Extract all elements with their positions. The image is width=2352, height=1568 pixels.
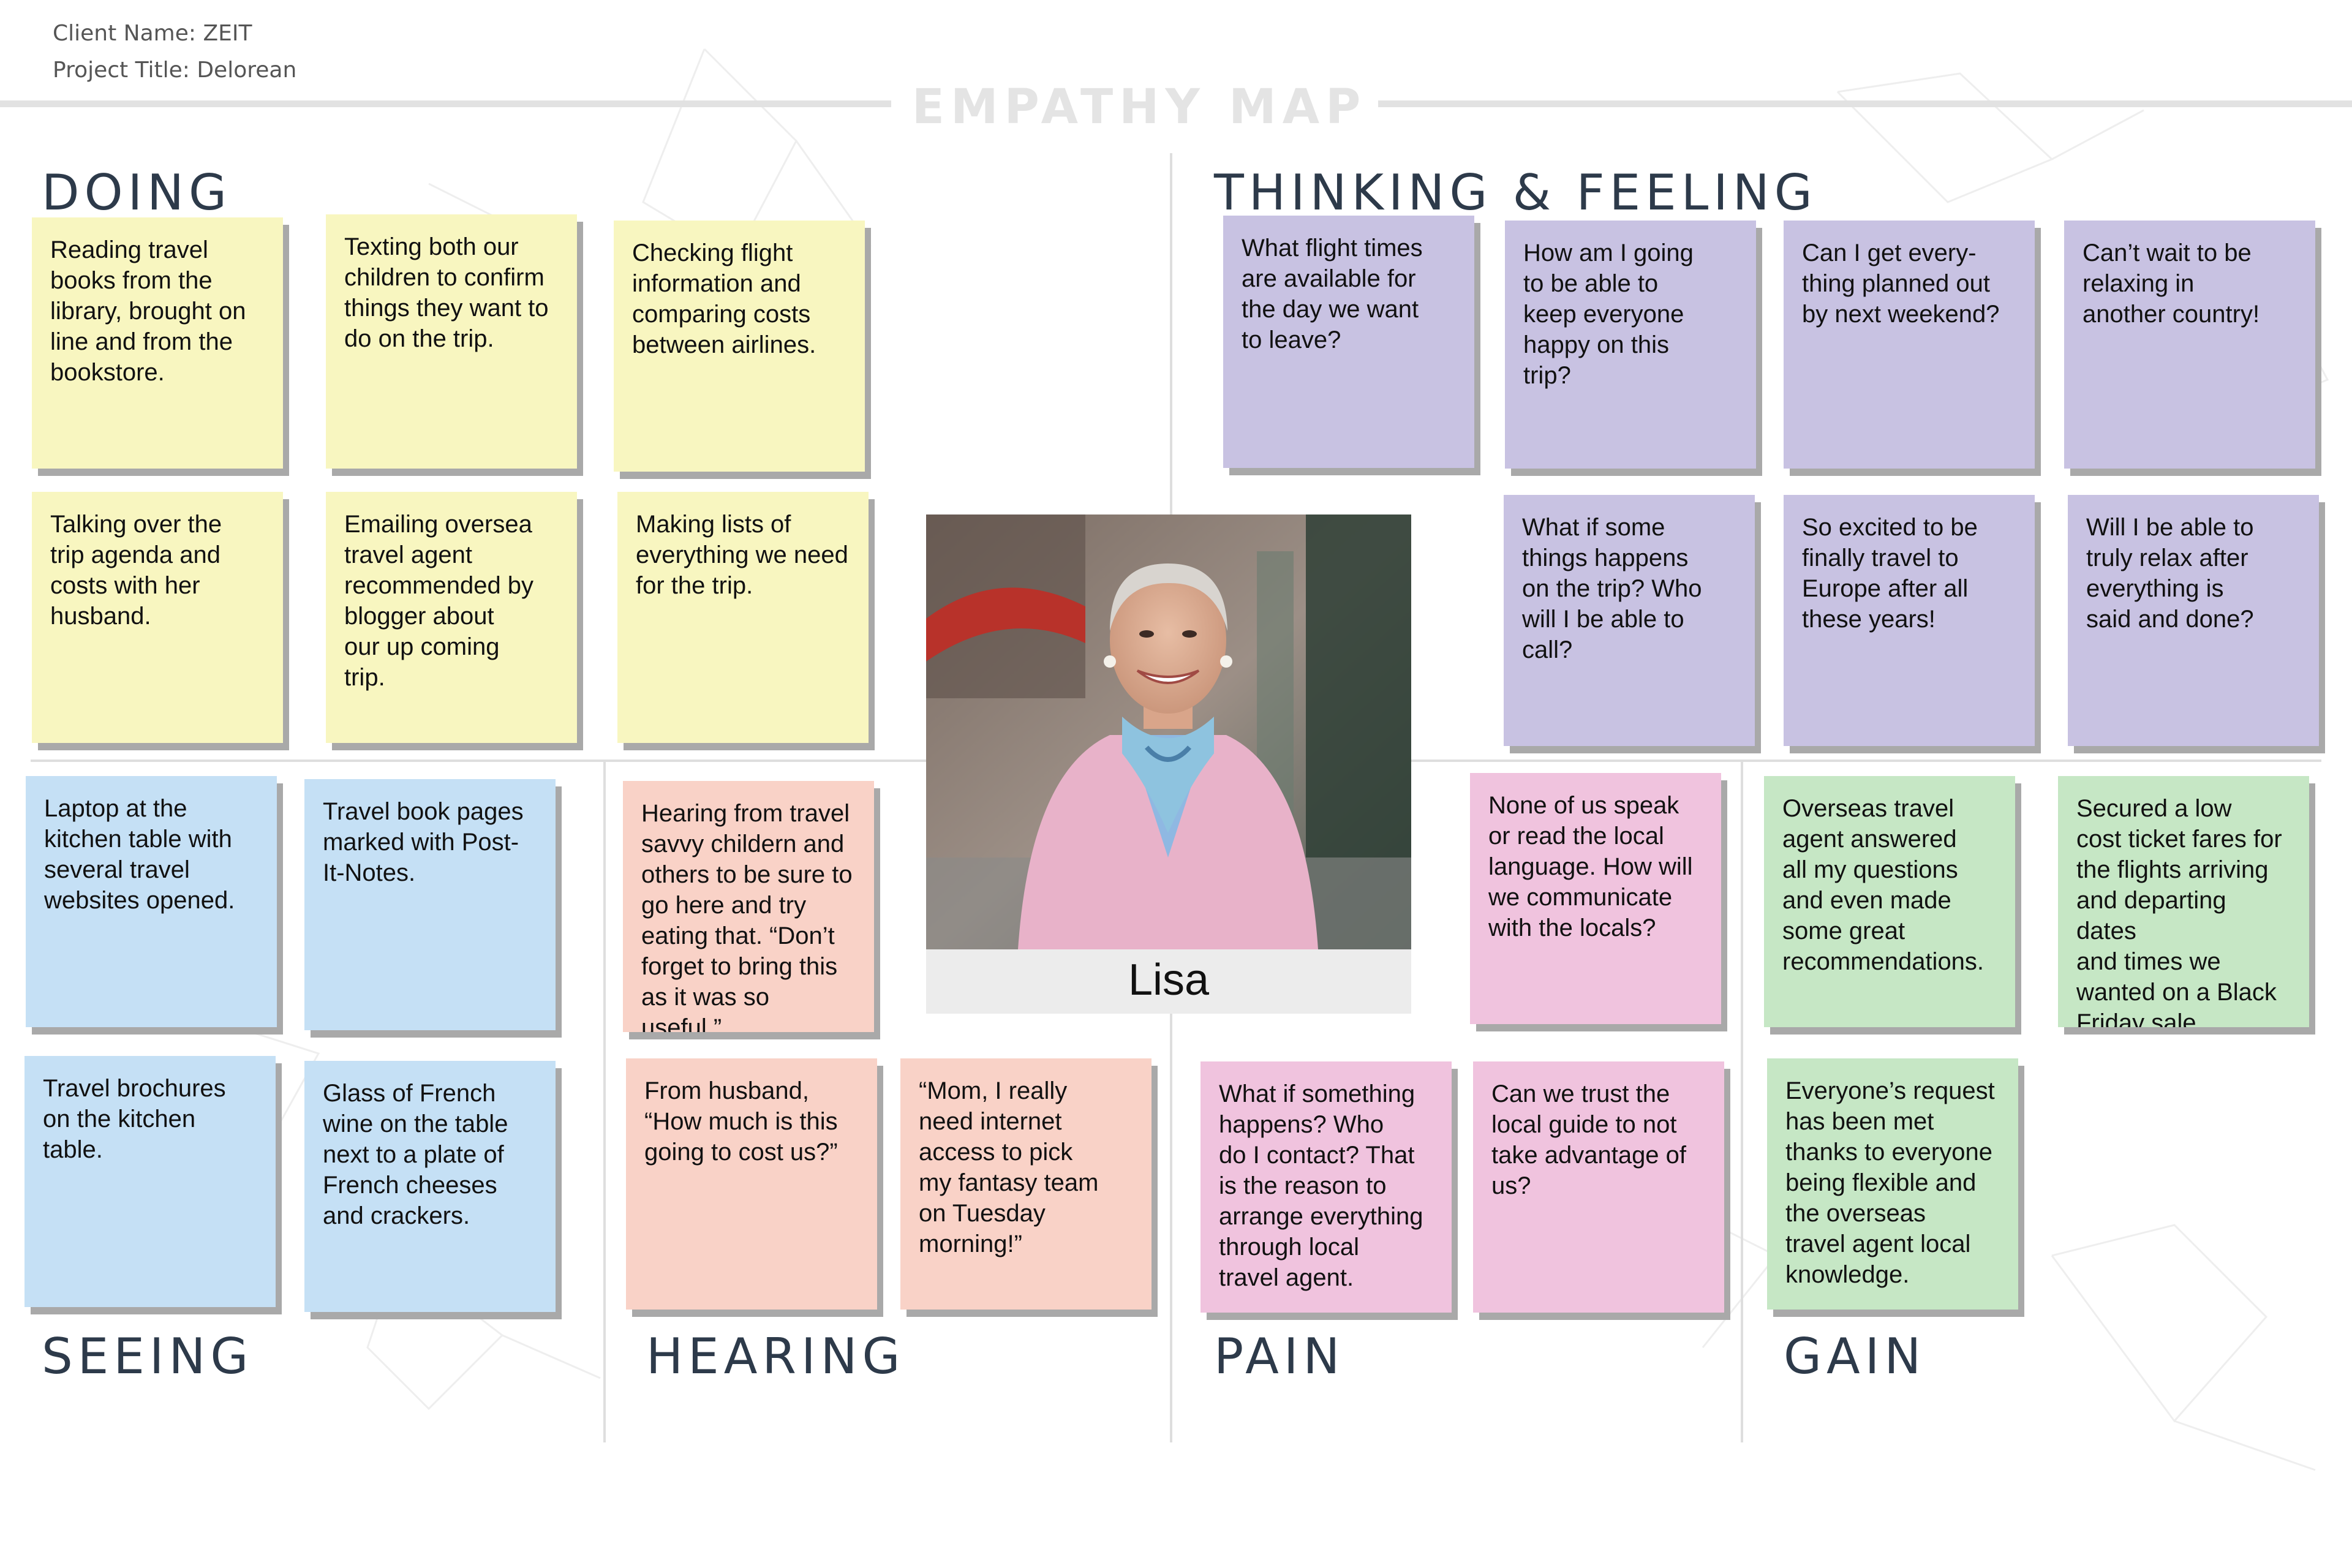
pain-note-1[interactable]: None of us speak or read the local langu…	[1470, 773, 1721, 1024]
hearing-note-1[interactable]: Hearing from travel savvy childern and o…	[623, 781, 874, 1032]
thinking-note-1[interactable]: What flight times are available for the …	[1223, 216, 1474, 468]
doing-note-6[interactable]: Making lists of everything we need for t…	[617, 492, 869, 743]
thinking-note-2[interactable]: How am I going to be able to keep everyo…	[1505, 221, 1756, 469]
divider-vertical-right	[1741, 760, 1743, 1442]
section-label-thinking-feeling: THINKING & FEELING	[1214, 164, 1817, 221]
thinking-note-7[interactable]: Will I be able to truly relax after ever…	[2068, 495, 2319, 746]
persona-photo	[926, 514, 1411, 949]
header-rule-left	[0, 100, 891, 107]
section-label-doing: DOING	[42, 164, 232, 221]
seeing-note-2[interactable]: Travel book pages marked with Post- It-N…	[304, 779, 556, 1030]
doing-note-2[interactable]: Texting both our children to confirm thi…	[326, 214, 577, 469]
client-name: Client Name: ZEIT	[53, 21, 252, 46]
section-label-hearing: HEARING	[646, 1328, 905, 1385]
pain-note-2[interactable]: What if something happens? Who do I cont…	[1200, 1061, 1452, 1313]
gain-note-1[interactable]: Overseas travel agent answered all my qu…	[1764, 776, 2015, 1027]
thinking-note-5[interactable]: What if some things happens on the trip?…	[1504, 495, 1755, 746]
doing-note-4[interactable]: Talking over the trip agenda and costs w…	[32, 492, 283, 743]
doing-note-5[interactable]: Emailing oversea travel agent recommende…	[326, 492, 577, 743]
seeing-note-4[interactable]: Glass of French wine on the table next t…	[304, 1061, 556, 1312]
map-title: EMPATHY MAP	[911, 80, 1367, 135]
thinking-note-6[interactable]: So excited to be finally travel to Europ…	[1784, 495, 2035, 746]
pain-note-3[interactable]: Can we trust the local guide to not take…	[1473, 1061, 1724, 1313]
section-label-pain: PAIN	[1214, 1328, 1345, 1385]
header-rule-right	[1378, 100, 2352, 107]
gain-note-2[interactable]: Secured a low cost ticket fares for the …	[2058, 776, 2309, 1027]
persona-card: Lisa	[926, 514, 1411, 1014]
section-label-seeing: SEEING	[42, 1328, 254, 1385]
section-label-gain: GAIN	[1784, 1328, 1926, 1385]
doing-note-3[interactable]: Checking flight information and comparin…	[614, 221, 865, 472]
project-title: Project Title: Delorean	[53, 58, 297, 83]
seeing-note-1[interactable]: Laptop at the kitchen table with several…	[26, 776, 277, 1027]
doing-note-1[interactable]: Reading travel books from the library, b…	[32, 217, 283, 469]
thinking-note-3[interactable]: Can I get every- thing planned out by ne…	[1784, 221, 2035, 469]
thinking-note-4[interactable]: Can’t wait to be relaxing in another cou…	[2064, 221, 2315, 469]
gain-note-3[interactable]: Everyone’s request has been met thanks t…	[1767, 1058, 2018, 1310]
persona-name: Lisa	[926, 949, 1411, 1014]
divider-vertical-left	[603, 760, 606, 1442]
hearing-note-2[interactable]: From husband, “How much is this going to…	[626, 1058, 877, 1310]
seeing-note-3[interactable]: Travel brochures on the kitchen table.	[24, 1056, 276, 1307]
hearing-note-3[interactable]: “Mom, I really need internet access to p…	[900, 1058, 1152, 1310]
